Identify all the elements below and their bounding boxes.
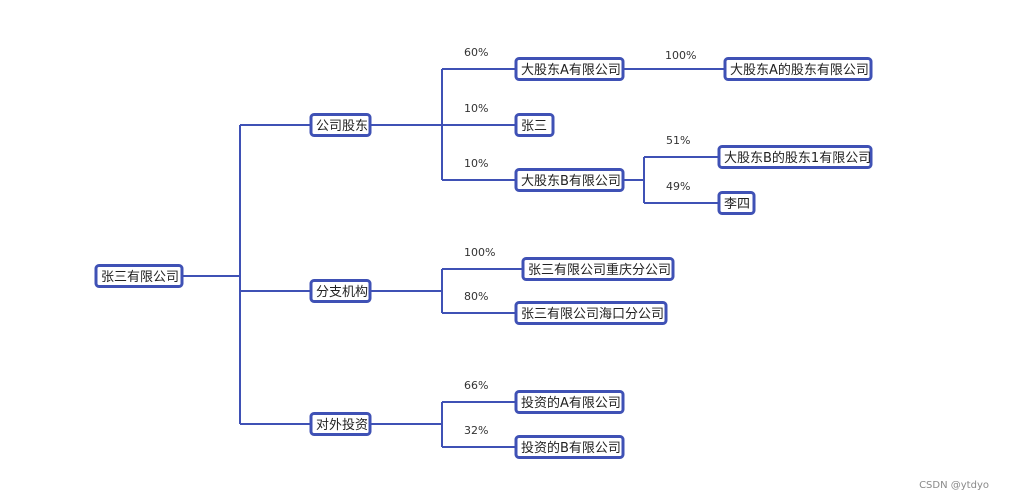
- node-box: [309, 113, 372, 137]
- edge-percent-labels: 60% 10% 10% 100% 51% 49% 100% 80% 66% 32%: [464, 46, 696, 437]
- node-b2-c1[interactable]: 投资的B有限公司: [514, 435, 625, 459]
- node-b1-c1[interactable]: 张三有限公司海口分公司: [514, 301, 668, 325]
- node-box: [514, 113, 555, 137]
- node-label: 投资的A有限公司: [521, 395, 621, 411]
- pct-b0.c0.c0: 100%: [665, 49, 696, 62]
- node-label: 张三有限公司重庆分公司: [528, 262, 671, 278]
- pct-b1.c1: 80%: [464, 290, 488, 303]
- node-box: [514, 168, 625, 192]
- node-box: [514, 390, 625, 414]
- pct-b0.c2: 10%: [464, 157, 488, 170]
- node-b0-c0-c0[interactable]: 大股东A的股东有限公司: [723, 57, 873, 81]
- pct-b1.c0: 100%: [464, 246, 495, 259]
- node-b2[interactable]: 对外投资: [309, 412, 372, 436]
- node-root[interactable]: 张三有限公司: [94, 264, 184, 288]
- node-box: [723, 57, 873, 81]
- node-box: [514, 301, 668, 325]
- node-b0-c2-c1[interactable]: 李四: [717, 191, 756, 215]
- node-label: 公司股东: [316, 119, 368, 134]
- node-label: 大股东B有限公司: [521, 174, 621, 189]
- pct-b0.c2.c1: 49%: [666, 180, 690, 193]
- watermark: CSDN @ytdyo: [919, 480, 989, 491]
- pct-b0.c0: 60%: [464, 46, 488, 59]
- node-label: 大股东A的股东有限公司: [730, 62, 869, 78]
- node-box: [309, 279, 372, 303]
- node-box: [717, 145, 873, 169]
- pct-b2.c1: 32%: [464, 424, 488, 437]
- node-label: 张三有限公司海口分公司: [521, 307, 664, 322]
- pct-b2.c0: 66%: [464, 379, 488, 392]
- tree-edges: [182, 68, 725, 448]
- node-label: 张三: [521, 119, 547, 134]
- node-label: 张三有限公司: [101, 270, 179, 285]
- node-b0-c1[interactable]: 张三: [514, 113, 555, 137]
- node-box: [514, 57, 625, 81]
- node-b0-c0[interactable]: 大股东A有限公司: [514, 57, 625, 81]
- node-b0[interactable]: 公司股东: [309, 113, 372, 137]
- node-b0-c2-c0[interactable]: 大股东B的股东1有限公司: [717, 145, 873, 169]
- node-box: [521, 257, 675, 281]
- node-b0-c2[interactable]: 大股东B有限公司: [514, 168, 625, 192]
- node-label: 李四: [724, 197, 750, 212]
- node-label: 分支机构: [316, 285, 368, 300]
- node-box: [94, 264, 184, 288]
- node-box: [309, 412, 372, 436]
- pct-b0.c2.c0: 51%: [666, 134, 690, 147]
- node-b1-c0[interactable]: 张三有限公司重庆分公司: [521, 257, 675, 281]
- node-b2-c0[interactable]: 投资的A有限公司: [514, 390, 625, 414]
- node-b1[interactable]: 分支机构: [309, 279, 372, 303]
- pct-b0.c1: 10%: [464, 102, 488, 115]
- node-label: 投资的B有限公司: [521, 440, 621, 456]
- node-label: 对外投资: [316, 417, 368, 433]
- node-box: [717, 191, 756, 215]
- node-label: 大股东B的股东1有限公司: [724, 150, 871, 166]
- node-label: 大股东A有限公司: [521, 63, 621, 78]
- node-box: [514, 435, 625, 459]
